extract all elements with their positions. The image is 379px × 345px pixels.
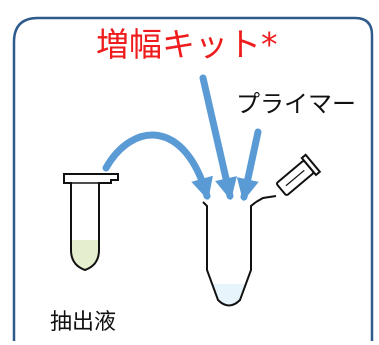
- extract-label: 抽出液: [50, 310, 117, 335]
- frame-border: [12, 16, 374, 341]
- transfer-arrow: [102, 131, 213, 201]
- kit-title: 増幅キット*: [96, 25, 278, 64]
- extract-tube: [63, 173, 119, 272]
- kit-arrow: [199, 74, 237, 201]
- extract-liquid: [71, 240, 99, 270]
- tube-cap: [275, 153, 322, 196]
- reaction-liquid: [213, 284, 246, 306]
- reaction-tube: [202, 153, 322, 307]
- primer-arrow: [236, 128, 262, 202]
- primer-label: プライマー: [236, 90, 356, 118]
